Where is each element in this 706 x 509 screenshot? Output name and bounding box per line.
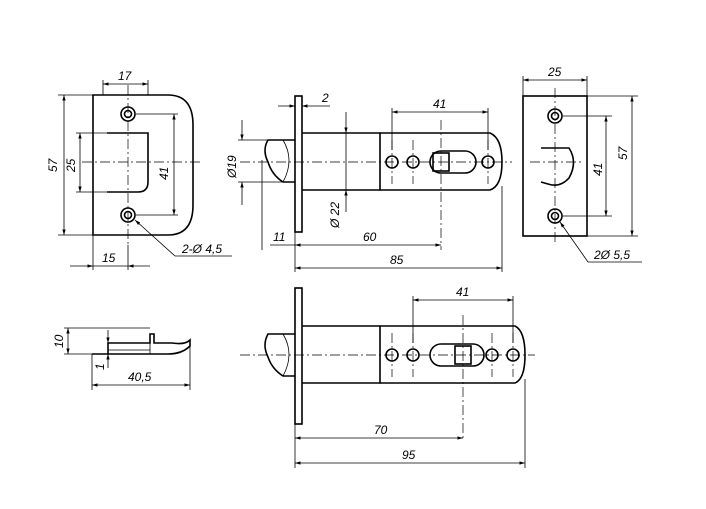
strike-slot-label: 25 (64, 158, 78, 173)
strike-side-view: 10 1 40,5 (52, 327, 191, 390)
latch-bolt-dia-label: Ø19 (225, 155, 239, 179)
strike-side-thickness-label: 1 (93, 363, 107, 370)
faceplate-height-label: 57 (616, 145, 630, 160)
faceplate-width-label: 25 (547, 65, 562, 79)
latch-nose-label: 11 (273, 230, 285, 244)
strike-width-label: 17 (118, 69, 133, 83)
latch-flange-label: 2 (321, 91, 329, 105)
strike-offset-label: 15 (102, 251, 116, 265)
strike-side-length-label: 40,5 (128, 370, 152, 384)
strike-holes-spacing-label: 41 (157, 167, 171, 180)
latch-short-view: 2 41 Ø19 Ø 22 11 60 85 (225, 91, 512, 272)
latch-spacing-label: 41 (433, 97, 446, 111)
faceplate-view: 25 41 57 2Ø 5,5 (522, 65, 642, 263)
latch-body-dia-label: Ø 22 (328, 202, 342, 229)
latch-backset-label: 60 (363, 230, 377, 244)
latch-long-backset-label: 70 (374, 423, 388, 437)
faceplate-holes-label: 2Ø 5,5 (593, 248, 630, 262)
strike-height-label: 57 (46, 157, 60, 172)
strike-plate-view: 17 57 25 41 15 2-Ø 4,5 (46, 69, 232, 270)
latch-total-label: 85 (390, 253, 404, 267)
strike-holes-label: 2-Ø 4,5 (181, 242, 222, 256)
faceplate-holes-spacing-label: 41 (591, 163, 605, 176)
latch-long-view: 41 70 95 (240, 285, 535, 468)
strike-side-height-label: 10 (52, 334, 66, 348)
latch-long-total-label: 95 (402, 448, 416, 462)
latch-long-spacing-label: 41 (456, 285, 469, 299)
